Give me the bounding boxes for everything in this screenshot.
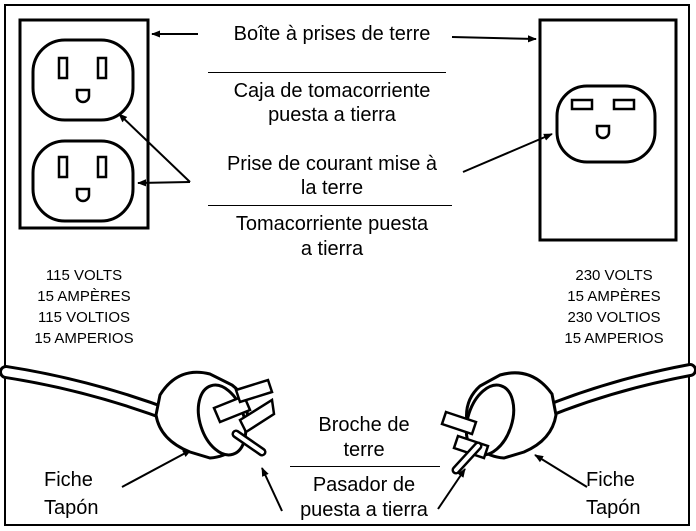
left-lower-outlet	[31, 139, 135, 223]
box-label-es-line1: Caja de tomacorriente	[233, 80, 431, 102]
arrow-to-lower-outlet	[137, 179, 191, 187]
left-rating-line: 15 AMPÈRES	[37, 288, 131, 305]
arrow-to-right-plug	[534, 454, 588, 488]
outlet-label-es-line1: Tomacorriente puesta	[235, 213, 429, 235]
arrow-to-right-pin	[437, 468, 466, 510]
label-divider	[208, 205, 452, 206]
right-rating-line: 15 AMPERIOS	[564, 330, 664, 347]
box-label-es-line2: puesta a tierra	[268, 104, 396, 126]
left-rating-line: 15 AMPERIOS	[34, 330, 134, 347]
arrow-to-right-box	[451, 35, 537, 43]
pin-label-fr-line2: terre	[343, 439, 385, 461]
arrow-to-upper-outlet	[118, 113, 191, 183]
leader-arrows	[118, 30, 588, 512]
left-upper-outlet	[31, 38, 135, 122]
outlet-label-fr-line2: la terre	[300, 177, 364, 199]
right-rating: 230 VOLTS 15 AMPÈRES 230 VOLTIOS 15 AMPE…	[538, 265, 690, 349]
right-plug	[440, 363, 696, 475]
left-rating: 115 VOLTS 15 AMPÈRES 115 VOLTIOS 15 AMPE…	[10, 265, 158, 349]
arrow-to-left-pin	[261, 467, 283, 512]
outlet-label-fr-line1: Prise de courant mise à	[226, 153, 438, 175]
left-plug	[0, 365, 276, 460]
right-rating-line: 230 VOLTS	[575, 267, 653, 284]
pin-label-es-line1: Pasador de	[312, 474, 416, 496]
box-label-fr: Boîte à prises de terre	[233, 23, 431, 45]
right-plug-label-es: Tapón	[586, 497, 641, 519]
outlet-label-es-line2: a tierra	[300, 238, 364, 260]
right-receptacle-box	[538, 18, 678, 242]
label-divider	[290, 466, 440, 467]
left-plug-label-es: Tapón	[44, 497, 99, 519]
arrow-to-right-outlet	[462, 133, 553, 173]
right-rating-line: 15 AMPÈRES	[567, 288, 661, 305]
left-rating-line: 115 VOLTS	[45, 267, 123, 284]
right-plug-label-fr: Fiche	[586, 469, 635, 491]
arrow-to-left-plug	[121, 449, 192, 488]
pin-label-fr-line1: Broche de	[318, 414, 410, 436]
pin-label-es-line2: puesta a tierra	[300, 499, 428, 521]
left-rating-line: 115 VOLTIOS	[38, 309, 130, 326]
left-plug-label-fr: Fiche	[44, 469, 93, 491]
label-divider	[208, 72, 446, 73]
left-receptacle-box	[18, 18, 150, 230]
right-rating-line: 230 VOLTIOS	[567, 309, 661, 326]
right-outlet	[555, 84, 657, 164]
